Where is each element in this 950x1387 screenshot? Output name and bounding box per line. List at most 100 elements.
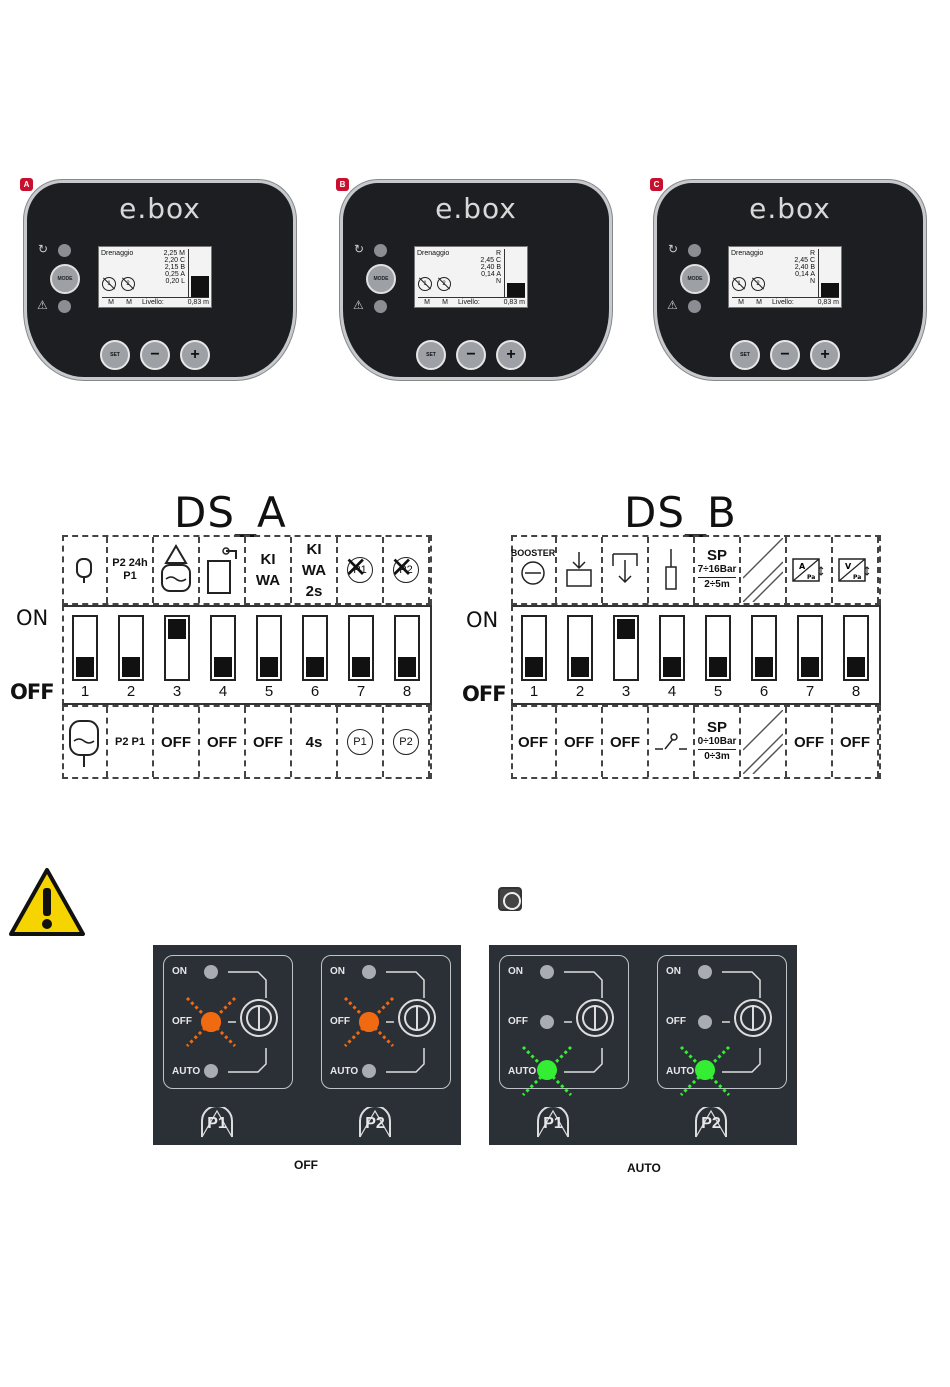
pump-alternation: P2 P1 xyxy=(115,735,145,748)
dip-switch-8[interactable] xyxy=(843,615,869,681)
dip-switch-6[interactable] xyxy=(751,615,777,681)
ds-b-title: DS_B xyxy=(624,488,737,537)
dip-switch-1[interactable] xyxy=(72,615,98,681)
off-led xyxy=(540,1015,554,1029)
switch-number: 2 xyxy=(126,683,136,700)
pump-badge-label: P2 xyxy=(365,1115,385,1132)
status-led-bottom xyxy=(58,300,71,313)
dip-switch-5[interactable] xyxy=(705,615,731,681)
mode-button[interactable]: MODE xyxy=(50,264,80,294)
delay-4s-label: 4s xyxy=(305,733,323,751)
svg-text:A: A xyxy=(799,562,806,571)
pump-alternation-24h: P2 24h P1 xyxy=(112,557,148,582)
pump-2-disabled-icon: P2✕ xyxy=(390,552,419,583)
switch-number: 8 xyxy=(402,683,412,700)
set-button[interactable]: SET xyxy=(416,340,446,370)
minus-button[interactable]: − xyxy=(140,340,170,370)
foot-m1: M xyxy=(738,299,744,306)
pump-1-disabled-icon: P1✕ xyxy=(344,554,373,583)
switch-number: 1 xyxy=(529,683,539,700)
ds-b-on-label: ON xyxy=(466,608,499,632)
hatched-unused-icon xyxy=(743,710,783,774)
ds-b-bottom-cell-4 xyxy=(649,707,695,777)
sp-range-bar: 7÷16Bar xyxy=(697,563,737,578)
off-label: OFF xyxy=(172,1016,192,1027)
pump-badge-label: P2 xyxy=(701,1115,721,1132)
dip-switch-4[interactable] xyxy=(659,615,685,681)
off-led xyxy=(359,1012,379,1032)
dip-switch-3[interactable] xyxy=(613,615,639,681)
plus-button[interactable]: + xyxy=(810,340,840,370)
dip-switch-5[interactable] xyxy=(256,615,282,681)
level-bar-fill xyxy=(191,275,209,298)
dip-switch-6[interactable] xyxy=(302,615,328,681)
minus-button[interactable]: − xyxy=(770,340,800,370)
foot-value: 0,83 m xyxy=(817,299,839,306)
plus-button[interactable]: + xyxy=(180,340,210,370)
foot-label: Livello: xyxy=(142,299,164,306)
mode-selector-knob[interactable] xyxy=(734,999,772,1037)
refresh-icon: ↻ xyxy=(38,242,49,256)
auto-led xyxy=(695,1060,715,1080)
sp-range-bar: 0÷10Bar xyxy=(697,735,737,750)
mode-selector-knob[interactable] xyxy=(240,999,278,1037)
auto-led xyxy=(362,1064,376,1078)
dip-switch-4[interactable] xyxy=(210,615,236,681)
cross-icon: ✕ xyxy=(390,552,414,583)
sp-range-m: 2÷5m xyxy=(704,578,730,590)
analog-current-input-icon: APa xyxy=(792,558,824,582)
ds-b-off-label: OFF xyxy=(462,682,507,706)
kiwa-2s-label: KI WA 2s xyxy=(301,540,327,600)
status-led-top xyxy=(58,244,71,257)
off-label: OFF xyxy=(508,1016,528,1027)
warning-icon: ⚠ xyxy=(667,298,678,312)
warning-icon: ⚠ xyxy=(353,298,364,312)
switch-number: 1 xyxy=(80,683,90,700)
minus-button[interactable]: − xyxy=(456,340,486,370)
dip-switch-7[interactable] xyxy=(797,615,823,681)
mode-button[interactable]: MODE xyxy=(366,264,396,294)
switch-number: 4 xyxy=(667,683,677,700)
on-led xyxy=(540,965,554,979)
switch-number: 2 xyxy=(575,683,585,700)
glow-rays-icon xyxy=(343,996,395,1048)
bottom-row xyxy=(62,705,432,779)
ds-b-bottom-cell-7: OFF xyxy=(787,707,833,777)
dip-switch-2[interactable] xyxy=(567,615,593,681)
set-button[interactable]: SET xyxy=(730,340,760,370)
dip-switch-knob xyxy=(847,657,865,677)
ds-b-bottom-cell-1: OFF xyxy=(511,707,557,777)
mode-selector-knob[interactable] xyxy=(398,999,436,1037)
mode-selector-knob[interactable] xyxy=(576,999,614,1037)
dip-switch-3[interactable] xyxy=(164,615,190,681)
dip-switch-8[interactable] xyxy=(394,615,420,681)
sp-label: SP xyxy=(706,718,727,736)
off-led xyxy=(201,1012,221,1032)
switch-number: 7 xyxy=(356,683,366,700)
mode-button[interactable]: MODE xyxy=(680,264,710,294)
plus-button[interactable]: + xyxy=(496,340,526,370)
ds-b-top-cell-6 xyxy=(741,537,787,603)
ds-b-bottom-cell-6 xyxy=(741,707,787,777)
set-button[interactable]: SET xyxy=(100,340,130,370)
ds-b-bottom-cell-3: OFF xyxy=(603,707,649,777)
svg-text:V: V xyxy=(845,562,852,571)
ds-a-top-cell-1 xyxy=(62,537,108,603)
dip-switch-knob xyxy=(306,657,324,677)
dip-switch-1[interactable] xyxy=(521,615,547,681)
dip-switch-2[interactable] xyxy=(118,615,144,681)
switch-number: 5 xyxy=(264,683,274,700)
top-row xyxy=(511,535,881,605)
ds-b-bottom-cell-2: OFF xyxy=(557,707,603,777)
dip-switch-7[interactable] xyxy=(348,615,374,681)
ds-a-top-cell-2: P2 24h P1 xyxy=(108,537,154,603)
